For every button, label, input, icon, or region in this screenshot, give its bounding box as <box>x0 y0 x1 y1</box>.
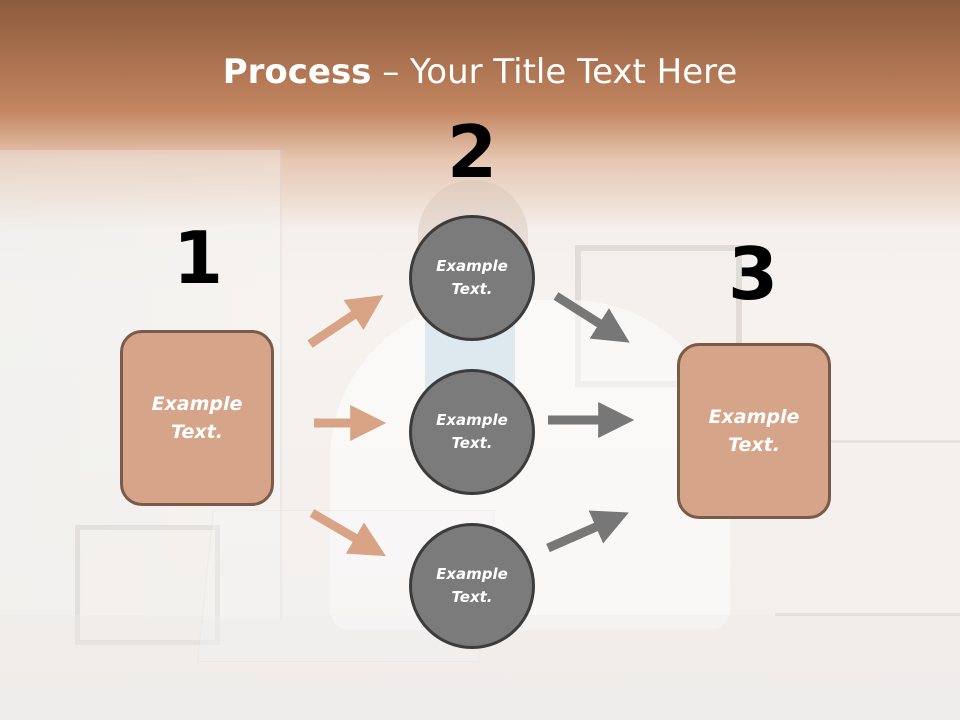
step-2-circle-middle: Example Text. <box>409 369 535 495</box>
step-3-box: Example Text. <box>677 343 831 519</box>
title-bold: Process <box>222 52 372 92</box>
step-number-1: 1 <box>172 216 224 300</box>
arrow-circle-top-to-3 <box>553 292 630 343</box>
step-2-circle-top: Example Text. <box>409 215 535 341</box>
step-3-label: Example Text. <box>708 405 800 457</box>
circle-middle-label: Example Text. <box>436 410 508 452</box>
circle-bottom-label: Example Text. <box>436 564 508 606</box>
step-2-circle-bottom: Example Text. <box>409 523 535 649</box>
step-number-3: 3 <box>727 232 779 316</box>
arrow-circle-bottom-to-3 <box>546 510 629 553</box>
background-document-tray <box>775 440 960 616</box>
arrow-1-to-circle-bottom <box>309 509 386 557</box>
background-certificate-small <box>75 525 220 645</box>
step-1-box: Example Text. <box>120 330 274 506</box>
step-number-2: 2 <box>446 110 498 194</box>
title-rest: – Your Title Text Here <box>371 52 738 92</box>
step-1-label: Example Text. <box>151 392 243 444</box>
slide-title: Process – Your Title Text Here <box>0 52 960 92</box>
arrow-1-to-circle-top <box>307 295 384 348</box>
circle-top-label: Example Text. <box>436 256 508 298</box>
